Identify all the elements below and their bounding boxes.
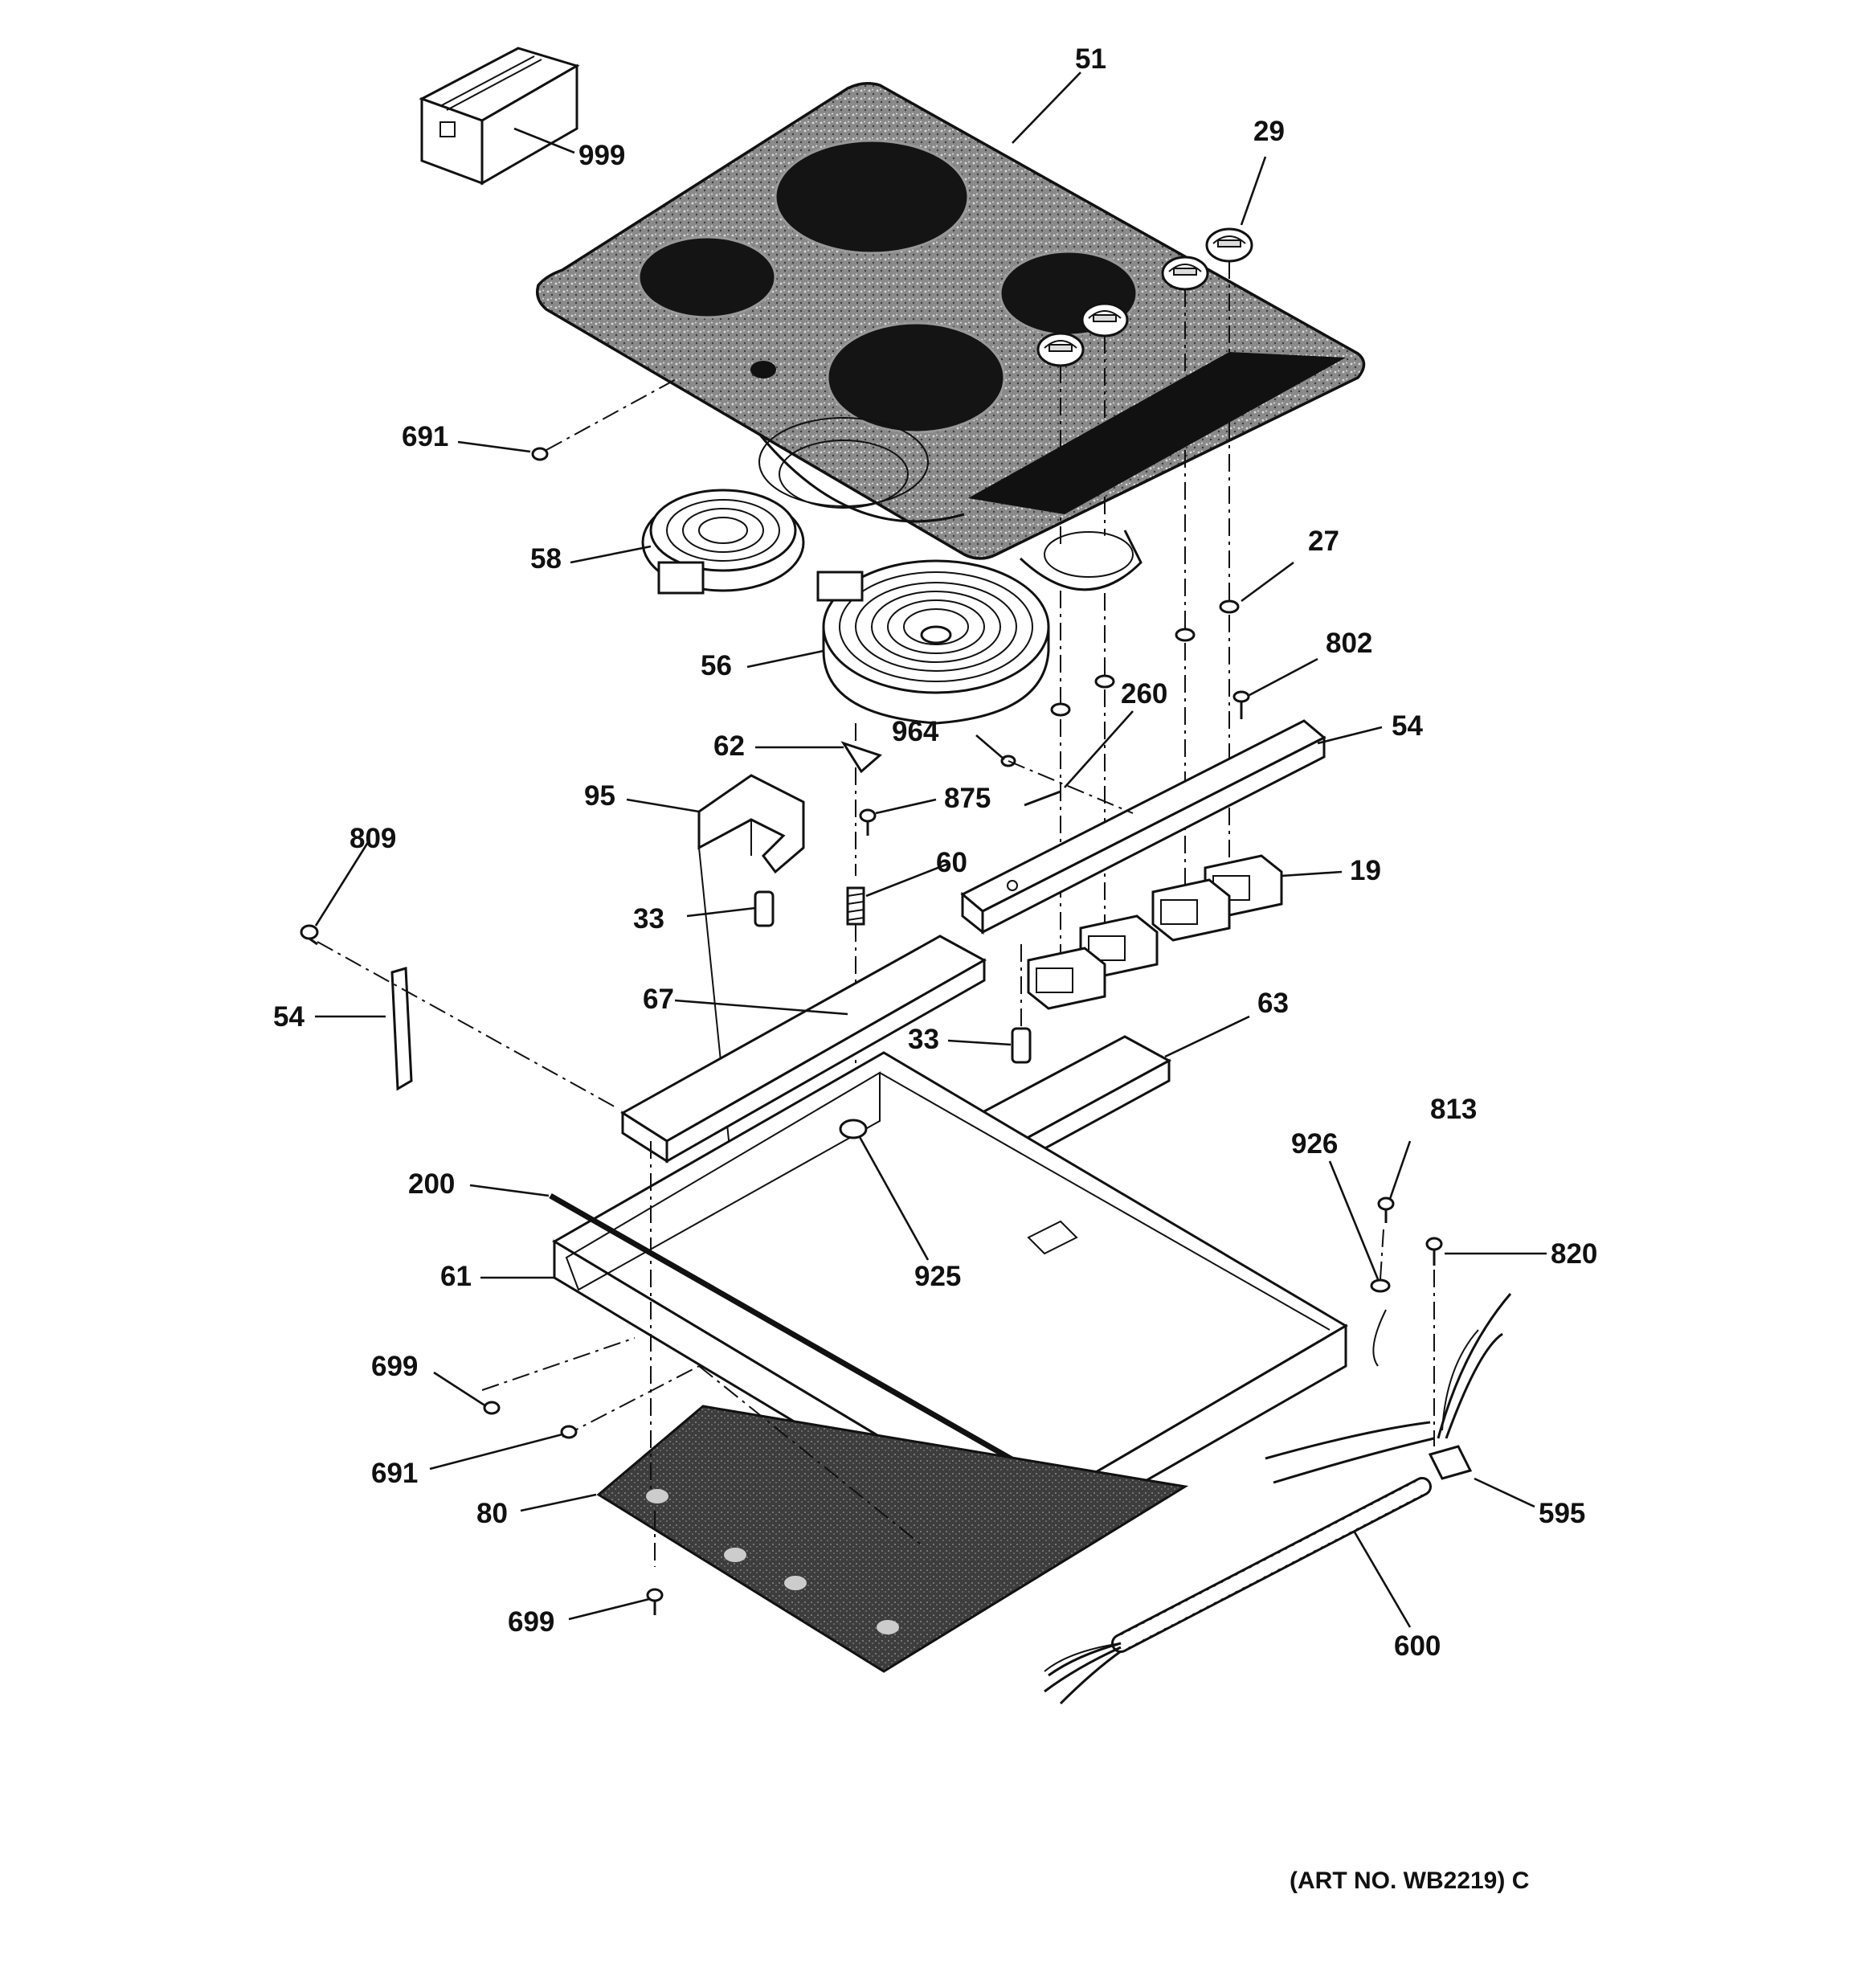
callout-56: 56 [701, 650, 732, 681]
cooktop-burner-left [637, 235, 777, 319]
callout-699-upper: 699 [371, 1351, 418, 1382]
callout-labels: 51 999 29 691 58 27 56 802 260 62 964 54… [273, 43, 1597, 1662]
washer-925 [839, 1119, 868, 1139]
cooktop-burner-rear-large [774, 139, 970, 255]
callout-54-upper: 54 [1392, 710, 1423, 742]
callout-58: 58 [530, 543, 562, 575]
callout-691-lower: 691 [371, 1458, 418, 1489]
infinite-switches-19 [1027, 854, 1283, 1010]
callout-691-top: 691 [402, 421, 448, 452]
callout-999: 999 [578, 140, 625, 171]
leader-lines [314, 72, 1547, 1628]
surface-element-large-56 [816, 559, 1050, 725]
callout-27: 27 [1308, 526, 1339, 557]
literature-box-999 [419, 47, 580, 186]
callout-33-left: 33 [633, 903, 664, 935]
callout-813: 813 [1430, 1094, 1477, 1125]
callout-260: 260 [1121, 678, 1167, 710]
knob-grommets-27 [1050, 599, 1240, 717]
callout-964: 964 [892, 716, 939, 747]
callout-600: 600 [1394, 1630, 1441, 1662]
lamp-socket-33-left [754, 890, 775, 927]
callout-51: 51 [1075, 43, 1106, 75]
bracket-95 [697, 774, 805, 874]
callout-820: 820 [1551, 1238, 1597, 1270]
surface-element-rear [758, 417, 1143, 591]
callout-63: 63 [1257, 988, 1289, 1019]
spring-60 [846, 886, 865, 926]
surface-element-small-58 [641, 489, 805, 595]
insulation-pad-80 [596, 1405, 1189, 1673]
callout-926: 926 [1291, 1128, 1338, 1160]
callout-61: 61 [440, 1261, 472, 1292]
callout-875: 875 [944, 783, 991, 814]
callout-62: 62 [713, 730, 745, 762]
conduit-assembly-595-600 [1044, 1293, 1512, 1705]
screw-802 [1232, 690, 1250, 719]
switch-bracket-54-upper [960, 719, 1326, 935]
dash-809 [317, 941, 619, 1110]
mount-dash-lines [481, 1141, 925, 1567]
cooktop-burner-front-large [826, 321, 1006, 434]
small-parts-964-260 [1000, 755, 1134, 814]
callout-54-left: 54 [273, 1001, 305, 1033]
control-knobs-29 [1036, 227, 1253, 367]
callout-925: 925 [914, 1261, 961, 1292]
callout-67: 67 [643, 984, 674, 1015]
callout-809: 809 [350, 823, 396, 854]
screw-809 [300, 924, 319, 946]
callout-19: 19 [1350, 855, 1381, 886]
glass-cooktop-51 [536, 82, 1366, 560]
callout-95: 95 [584, 780, 615, 812]
bracket-54-left [390, 967, 413, 1091]
lamp-socket-33-right [1011, 944, 1032, 1064]
callout-33-right: 33 [908, 1024, 939, 1055]
callout-29: 29 [1253, 116, 1285, 147]
callout-595: 595 [1539, 1498, 1585, 1529]
channel-left [620, 935, 987, 1164]
callout-802: 802 [1326, 628, 1372, 659]
screws-699-691 [483, 377, 680, 1615]
callout-80: 80 [476, 1498, 508, 1529]
ground-hardware [1370, 1196, 1443, 1446]
callout-60: 60 [936, 847, 967, 878]
callout-699-lower: 699 [508, 1606, 554, 1638]
rod-200 [549, 1192, 1026, 1470]
control-panel-strip [968, 352, 1346, 514]
art-number: (ART NO. WB2219) C [1290, 1867, 1529, 1894]
callout-200: 200 [408, 1168, 455, 1200]
